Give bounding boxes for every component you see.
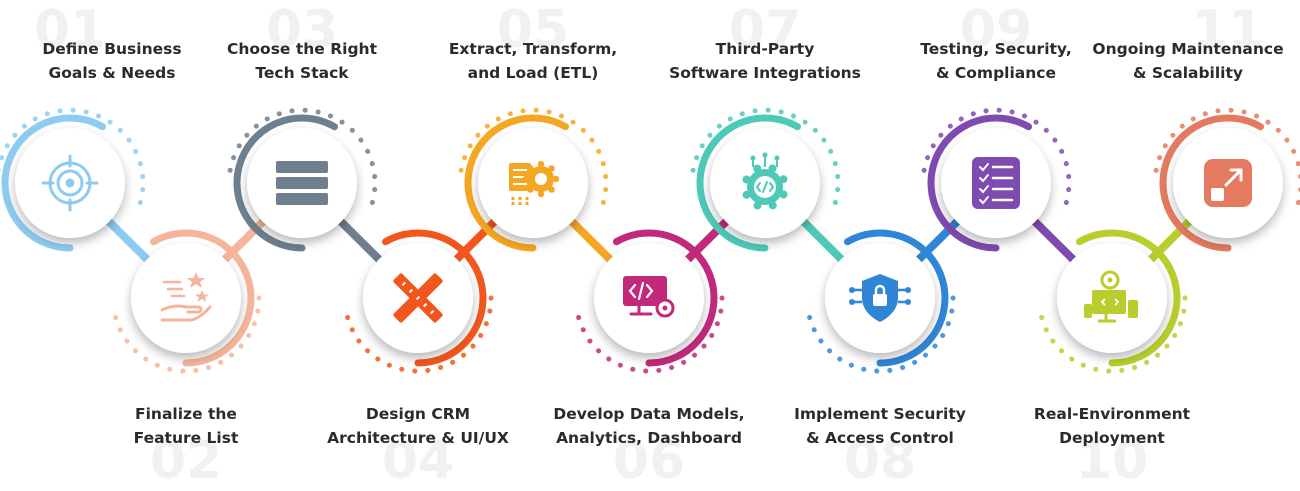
step-number-01: 01 bbox=[34, 0, 106, 60]
devices-deploy-icon bbox=[1084, 270, 1138, 323]
step-number-03: 03 bbox=[266, 0, 338, 60]
step-label-05: Extract, Transform, and Load (ETL) bbox=[423, 37, 643, 85]
ring-step-07 bbox=[690, 107, 841, 252]
step-number-11: 11 bbox=[1192, 0, 1264, 60]
step-label-line1: Extract, Transform, bbox=[448, 40, 618, 58]
step-circle-10 bbox=[1057, 243, 1167, 353]
step-label-line1: Third-Party bbox=[715, 40, 815, 58]
step-label-line1: Ongoing Maintenance bbox=[1092, 40, 1284, 58]
ring-step-06 bbox=[574, 229, 725, 374]
step-number-10: 10 bbox=[1076, 431, 1148, 491]
step-label-line2: Goals & Needs bbox=[48, 64, 176, 82]
document-gear-icon bbox=[509, 160, 560, 205]
step-circle-04 bbox=[363, 243, 473, 353]
ring-step-01 bbox=[0, 107, 146, 252]
step-label-11: Ongoing Maintenance & Scalability bbox=[1078, 37, 1298, 85]
step-number-09: 09 bbox=[960, 0, 1032, 60]
monitor-code-icon bbox=[623, 276, 675, 318]
step-circle-11 bbox=[1173, 128, 1283, 238]
step-label-line1: Finalize the bbox=[135, 405, 237, 423]
step-label-04: Design CRM Architecture & UI/UX bbox=[308, 402, 528, 450]
step-number-06: 06 bbox=[613, 431, 685, 491]
step-label-line2: Deployment bbox=[1059, 429, 1165, 447]
ring-step-08 bbox=[805, 229, 956, 374]
step-label-line1: Develop Data Models, bbox=[553, 405, 745, 423]
step-number-07: 07 bbox=[729, 0, 801, 60]
step-circle-02 bbox=[131, 243, 241, 353]
ring-step-09 bbox=[921, 107, 1072, 252]
hand-stars-icon bbox=[160, 272, 212, 322]
step-number-05: 05 bbox=[497, 0, 569, 60]
step-circle-01 bbox=[15, 128, 125, 238]
step-label-08: Implement Security & Access Control bbox=[770, 402, 990, 450]
step-circle-05 bbox=[478, 128, 588, 238]
step-label-line2: Analytics, Dashboard bbox=[556, 429, 742, 447]
step-label-line2: Architecture & UI/UX bbox=[327, 429, 509, 447]
ring-step-05 bbox=[458, 107, 609, 252]
step-label-06: Develop Data Models, Analytics, Dashboard bbox=[539, 402, 759, 450]
step-number-08: 08 bbox=[844, 431, 916, 491]
step-label-line1: Choose the Right bbox=[227, 40, 377, 58]
gear-code-icon bbox=[742, 152, 788, 210]
target-icon bbox=[41, 154, 99, 212]
step-label-line1: Implement Security bbox=[794, 405, 966, 423]
step-label-line1: Testing, Security, bbox=[920, 40, 1072, 58]
step-label-line2: Tech Stack bbox=[255, 64, 349, 82]
checklist-icon bbox=[972, 157, 1020, 209]
step-label-line1: Define Business bbox=[42, 40, 182, 58]
step-label-line1: Real-Environment bbox=[1033, 405, 1191, 423]
ring-step-02 bbox=[111, 229, 262, 374]
layers-stack-icon bbox=[276, 161, 328, 205]
ring-step-11 bbox=[1153, 107, 1300, 252]
step-label-line2: and Load (ETL) bbox=[467, 64, 599, 82]
step-label-line2: & Scalability bbox=[1132, 64, 1244, 82]
step-label-line2: & Access Control bbox=[806, 429, 954, 447]
step-circle-03 bbox=[247, 128, 357, 238]
step-circle-08 bbox=[825, 243, 935, 353]
step-circle-06 bbox=[594, 243, 704, 353]
step-label-line2: Feature List bbox=[133, 429, 239, 447]
step-circle-07 bbox=[710, 128, 820, 238]
step-label-line2: Software Integrations bbox=[669, 64, 861, 82]
ring-step-10 bbox=[1037, 229, 1188, 374]
ruler-pencil-icon bbox=[393, 273, 443, 323]
ring-step-03 bbox=[227, 107, 378, 252]
ring-step-04 bbox=[343, 229, 494, 374]
step-circle-09 bbox=[941, 128, 1051, 238]
step-label-line2: & Compliance bbox=[935, 64, 1056, 82]
step-label-09: Testing, Security, & Compliance bbox=[886, 37, 1106, 85]
step-number-04: 04 bbox=[382, 431, 454, 491]
step-label-line1: Design CRM bbox=[365, 405, 471, 423]
shield-lock-icon bbox=[849, 274, 911, 322]
scale-arrow-icon bbox=[1204, 159, 1252, 207]
step-number-02: 02 bbox=[150, 431, 222, 491]
